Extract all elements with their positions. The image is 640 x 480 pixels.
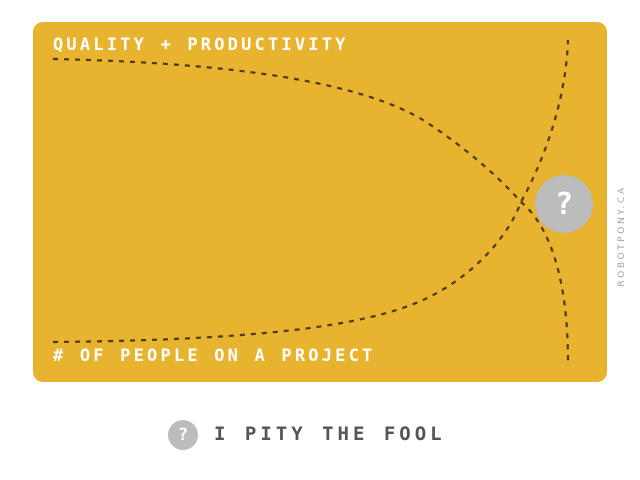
caption-text: I PITY THE FOOL: [214, 423, 446, 445]
curves-graphic: [52, 39, 570, 363]
people-on-project-label: # OF PEOPLE ON A PROJECT: [53, 346, 376, 366]
quality-productivity-curve: [52, 57, 570, 363]
question-mark-icon: ?: [168, 420, 198, 450]
diagram-card: QUALITY + PRODUCTIVITY # OF PEOPLE ON A …: [33, 22, 607, 382]
people-count-curve: [52, 39, 570, 344]
question-mark-icon: ?: [535, 175, 593, 233]
credit-text: ROBOTPONY.CA: [617, 185, 627, 287]
quality-productivity-label: QUALITY + PRODUCTIVITY: [53, 35, 349, 55]
